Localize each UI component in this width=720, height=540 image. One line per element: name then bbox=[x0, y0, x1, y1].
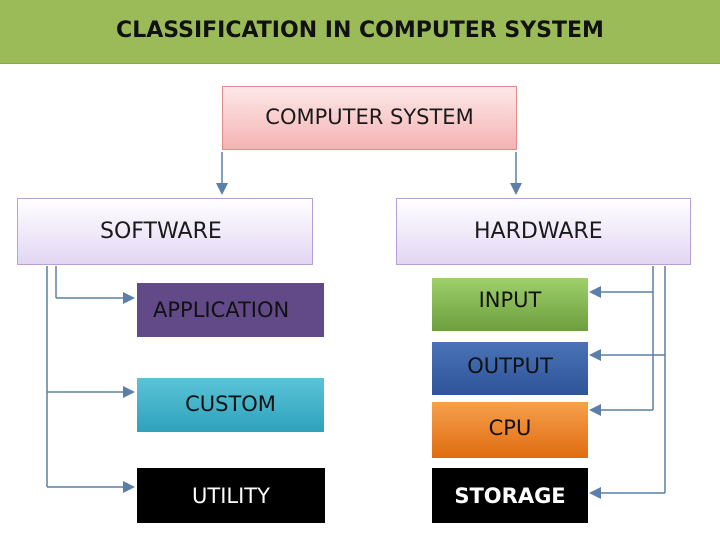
node-label: COMPUTER SYSTEM bbox=[265, 105, 474, 129]
diagram-title: CLASSIFICATION IN COMPUTER SYSTEM bbox=[116, 18, 604, 43]
node-label: CPU bbox=[488, 416, 532, 440]
node-storage: STORAGE bbox=[432, 468, 588, 523]
node-utility: UTILITY bbox=[137, 468, 325, 523]
node-label: APPLICATION bbox=[153, 298, 290, 322]
node-cpu: CPU bbox=[432, 402, 588, 458]
node-software: SOFTWARE bbox=[17, 198, 313, 265]
node-label: OUTPUT bbox=[467, 354, 553, 378]
node-label: CUSTOM bbox=[185, 392, 276, 416]
node-label: STORAGE bbox=[454, 483, 566, 508]
node-label: UTILITY bbox=[192, 483, 270, 508]
node-application: APPLICATION bbox=[137, 283, 324, 337]
node-label: SOFTWARE bbox=[100, 219, 222, 244]
node-output: OUTPUT bbox=[432, 342, 588, 395]
node-computer-system: COMPUTER SYSTEM bbox=[222, 86, 517, 150]
node-label: HARDWARE bbox=[474, 219, 603, 244]
node-input: INPUT bbox=[432, 278, 588, 331]
node-custom: CUSTOM bbox=[137, 378, 324, 432]
node-hardware: HARDWARE bbox=[396, 198, 691, 265]
node-label: INPUT bbox=[478, 288, 542, 312]
diagram-title-bar: CLASSIFICATION IN COMPUTER SYSTEM bbox=[0, 0, 720, 64]
